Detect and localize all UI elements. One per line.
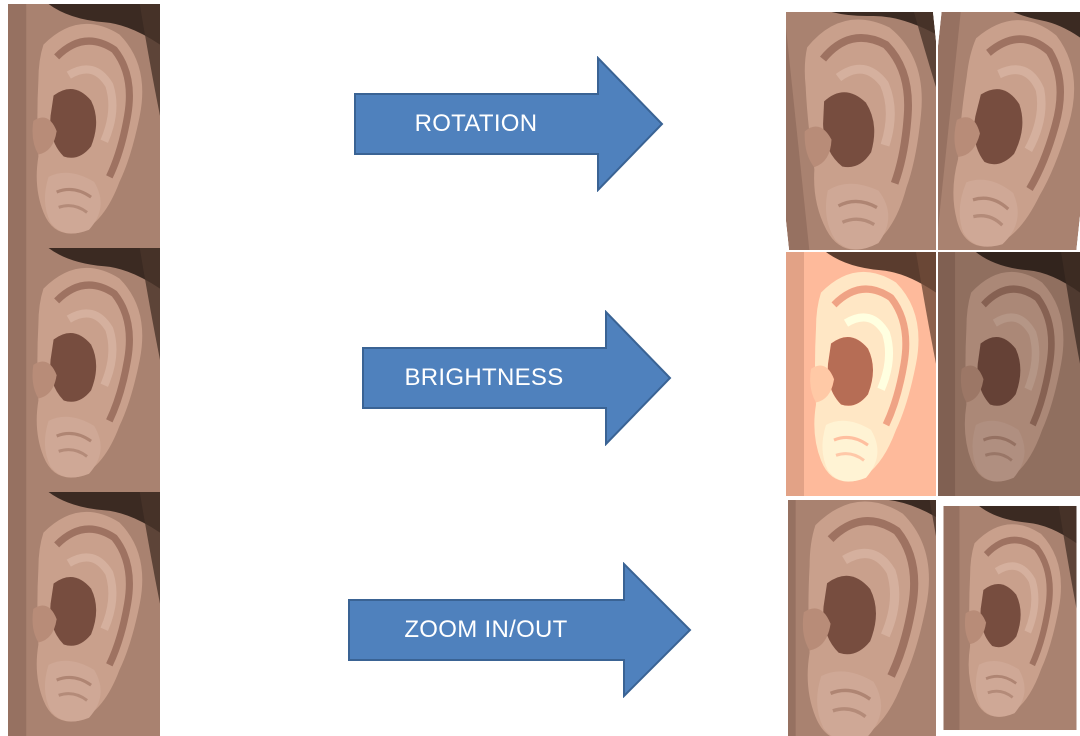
- zoom-label: ZOOM IN/OUT: [348, 562, 624, 698]
- ear-image: [938, 12, 1080, 250]
- brightened-ear-image-1: [786, 252, 936, 496]
- original-ear-image-1: [8, 4, 160, 248]
- ear-image: [938, 252, 1080, 496]
- ear-image: [8, 492, 160, 736]
- rotation-arrow: ROTATION: [354, 56, 664, 192]
- original-ear-image-2: [8, 248, 160, 492]
- ear-image: [8, 248, 160, 492]
- zoomed-out-ear-image-2: [940, 500, 1080, 736]
- rotated-ear-image-1: [786, 12, 936, 250]
- ear-image: [944, 506, 1077, 730]
- ear-image: [786, 12, 936, 250]
- darkened-ear-image-2: [938, 252, 1080, 496]
- ear-image: [8, 4, 160, 248]
- zoom-arrow: ZOOM IN/OUT: [348, 562, 692, 698]
- brightness-label: BRIGHTNESS: [362, 310, 606, 446]
- original-ear-image-3: [8, 492, 160, 736]
- ear-image: [786, 252, 936, 496]
- ear-image: [788, 500, 936, 736]
- rotated-ear-image-2: [938, 12, 1080, 250]
- rotation-label: ROTATION: [354, 56, 598, 192]
- brightness-arrow: BRIGHTNESS: [362, 310, 672, 446]
- zoomed-in-ear-image-1: [788, 500, 936, 736]
